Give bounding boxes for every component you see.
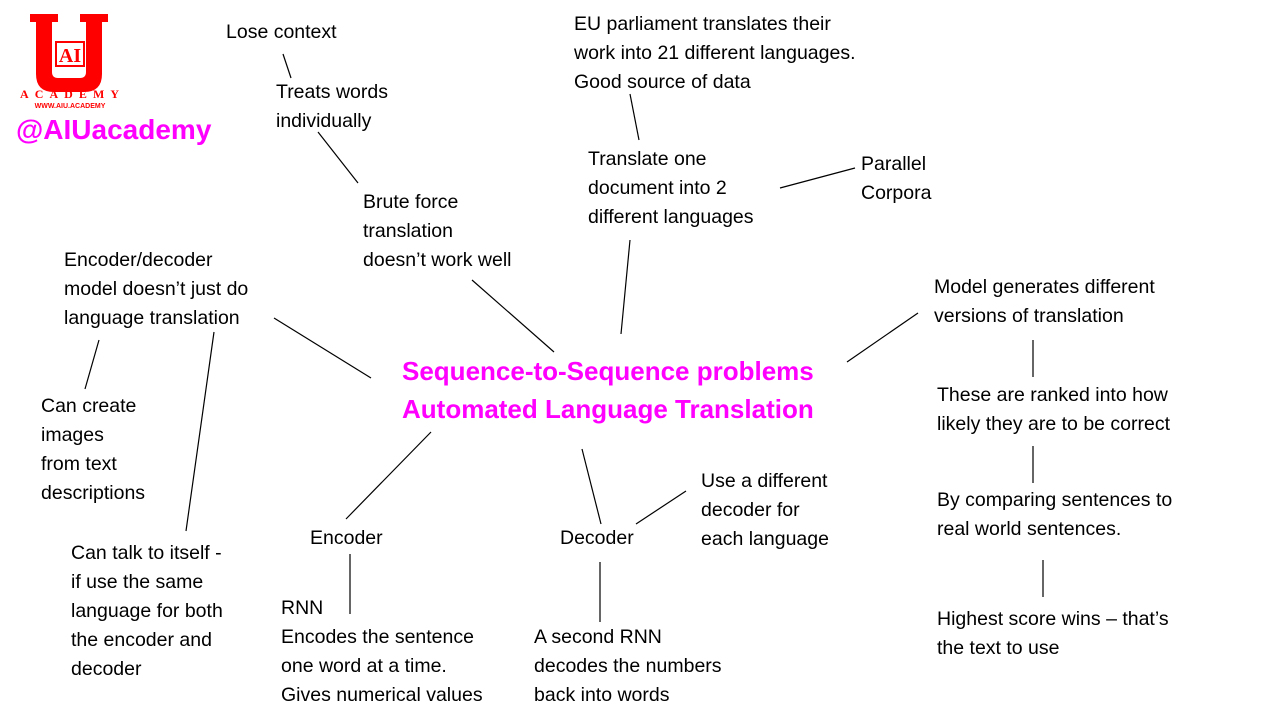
node-text: decoder for	[701, 499, 800, 521]
node-text: work into 21 different languages.	[574, 42, 856, 64]
node-brute-force: Brute force translation doesn’t work wel…	[363, 188, 511, 275]
connector	[273, 317, 372, 379]
node-text: EU parliament translates their	[574, 13, 831, 35]
node-parallel-corpora: Parallel Corpora	[861, 150, 931, 208]
node-text: By comparing sentences to	[937, 489, 1173, 511]
node-text: Encoder	[310, 527, 383, 549]
node-text: Translate one	[588, 148, 707, 170]
node-text: each language	[701, 528, 829, 550]
node-text: Encodes the sentence	[281, 626, 474, 648]
node-text: RNN	[281, 597, 324, 619]
connector	[581, 448, 602, 525]
node-rnn: RNN Encodes the sentence one word at a t…	[281, 594, 483, 710]
node-text: the encoder and	[71, 629, 212, 651]
title-line: Sequence-to-Sequence problems	[402, 356, 814, 386]
connector	[846, 312, 919, 363]
connector	[345, 431, 432, 520]
node-text: descriptions	[41, 482, 146, 504]
node-text: translation	[363, 220, 453, 242]
node-text: Decoder	[560, 527, 634, 549]
node-different-decoder: Use a different decoder for each languag…	[701, 467, 829, 554]
node-text: Treats words	[276, 81, 388, 103]
node-text: images	[41, 424, 104, 446]
node-text: individually	[276, 110, 372, 132]
node-text: Model generates different	[934, 276, 1155, 298]
node-text: These are ranked into how	[937, 384, 1168, 406]
node-text: Corpora	[861, 182, 932, 204]
node-text: Encoder/decoder	[64, 249, 213, 271]
node-highest-score: Highest score wins – that’s the text to …	[937, 605, 1169, 663]
node-text: decodes the numbers	[534, 655, 722, 677]
node-text: Can create	[41, 395, 137, 417]
title-line: Automated Language Translation	[402, 394, 814, 424]
svg-text:WWW.AIU.ACADEMY: WWW.AIU.ACADEMY	[35, 103, 106, 110]
aiu-academy-logo: AI ACADEMY WWW.AIU.ACADEMY	[16, 12, 124, 115]
node-talk-to-itself: Can talk to itself - if use the same lan…	[71, 539, 223, 684]
node-text: versions of translation	[934, 305, 1124, 327]
node-second-rnn: A second RNN decodes the numbers back in…	[534, 623, 722, 710]
node-lose-context: Lose context	[226, 18, 337, 47]
svg-text:AI: AI	[59, 45, 81, 67]
node-text: Brute force	[363, 191, 459, 213]
node-text: back into words	[534, 684, 670, 706]
node-text: different languages	[588, 206, 754, 228]
node-text: Use a different	[701, 470, 828, 492]
node-encoder-decoder-model: Encoder/decoder model doesn’t just do la…	[64, 246, 248, 333]
connector	[629, 93, 640, 141]
node-create-images: Can create images from text descriptions	[41, 392, 145, 508]
node-translate-one: Translate one document into 2 different …	[588, 145, 754, 232]
node-text: language for both	[71, 600, 223, 622]
node-text: Can talk to itself -	[71, 542, 222, 564]
node-text: A second RNN	[534, 626, 662, 648]
node-text: Highest score wins – that’s	[937, 608, 1169, 630]
node-text: decoder	[71, 658, 142, 680]
node-ranked: These are ranked into how likely they ar…	[937, 381, 1170, 439]
node-text: from text	[41, 453, 117, 475]
node-text: doesn’t work well	[363, 249, 512, 271]
connector	[317, 131, 359, 184]
node-text: Good source of data	[574, 71, 751, 93]
node-treats-words: Treats words individually	[276, 78, 388, 136]
connector	[185, 331, 215, 532]
node-text: if use the same	[71, 571, 204, 593]
node-model-generates: Model generates different versions of tr…	[934, 273, 1155, 331]
node-comparing: By comparing sentences to real world sen…	[937, 486, 1172, 544]
connector	[84, 339, 100, 390]
node-text: Gives numerical values	[281, 684, 483, 706]
node-text: language translation	[64, 307, 240, 329]
node-encoder: Encoder	[310, 524, 383, 553]
node-text: Parallel	[861, 153, 927, 175]
social-handle: @AIUacademy	[16, 114, 212, 145]
connector	[620, 239, 631, 335]
node-text: model doesn’t just do	[64, 278, 249, 300]
node-text: one word at a time.	[281, 655, 447, 677]
central-topic: Sequence-to-Sequence problems Automated …	[402, 352, 814, 428]
connector	[779, 167, 856, 189]
node-decoder: Decoder	[560, 524, 634, 553]
node-text: real world sentences.	[937, 518, 1122, 540]
connector	[471, 279, 555, 353]
connector	[635, 490, 687, 525]
node-text: the text to use	[937, 637, 1060, 659]
node-eu-parliament: EU parliament translates their work into…	[574, 10, 856, 97]
node-text: document into 2	[588, 177, 727, 199]
node-text: Lose context	[226, 21, 337, 43]
connector	[282, 53, 292, 79]
node-text: likely they are to be correct	[937, 413, 1171, 435]
